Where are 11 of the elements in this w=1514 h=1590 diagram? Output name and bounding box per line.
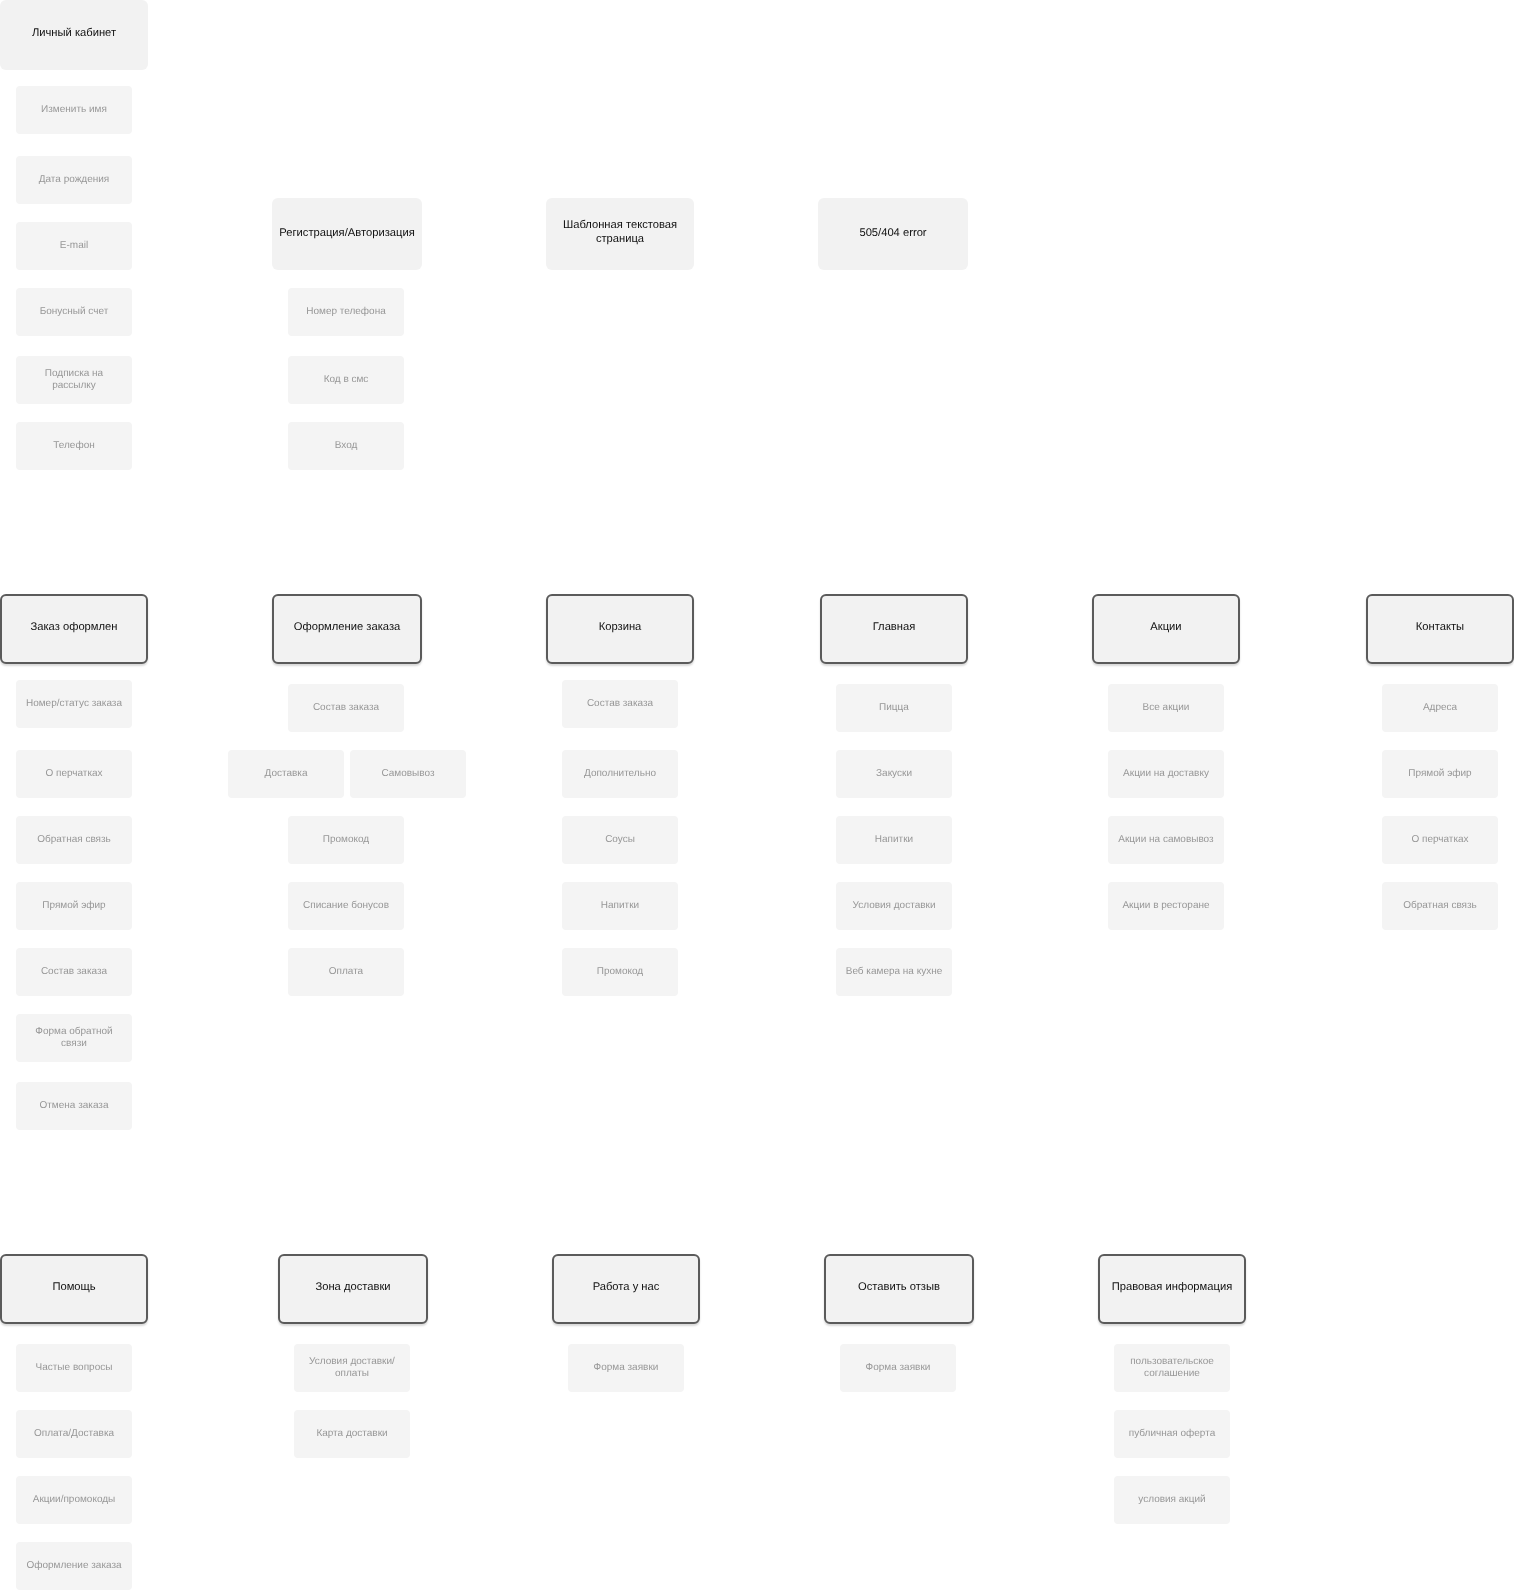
section-card bbox=[278, 1254, 428, 1324]
section-card bbox=[824, 1254, 974, 1324]
section-card bbox=[820, 594, 968, 664]
section-card bbox=[0, 594, 148, 664]
section-card bbox=[0, 1254, 148, 1324]
section-card bbox=[272, 594, 422, 664]
section-card bbox=[552, 1254, 700, 1324]
section-card bbox=[1098, 1254, 1246, 1324]
section-card bbox=[1366, 594, 1514, 664]
section-card bbox=[1092, 594, 1240, 664]
section-card bbox=[546, 594, 694, 664]
